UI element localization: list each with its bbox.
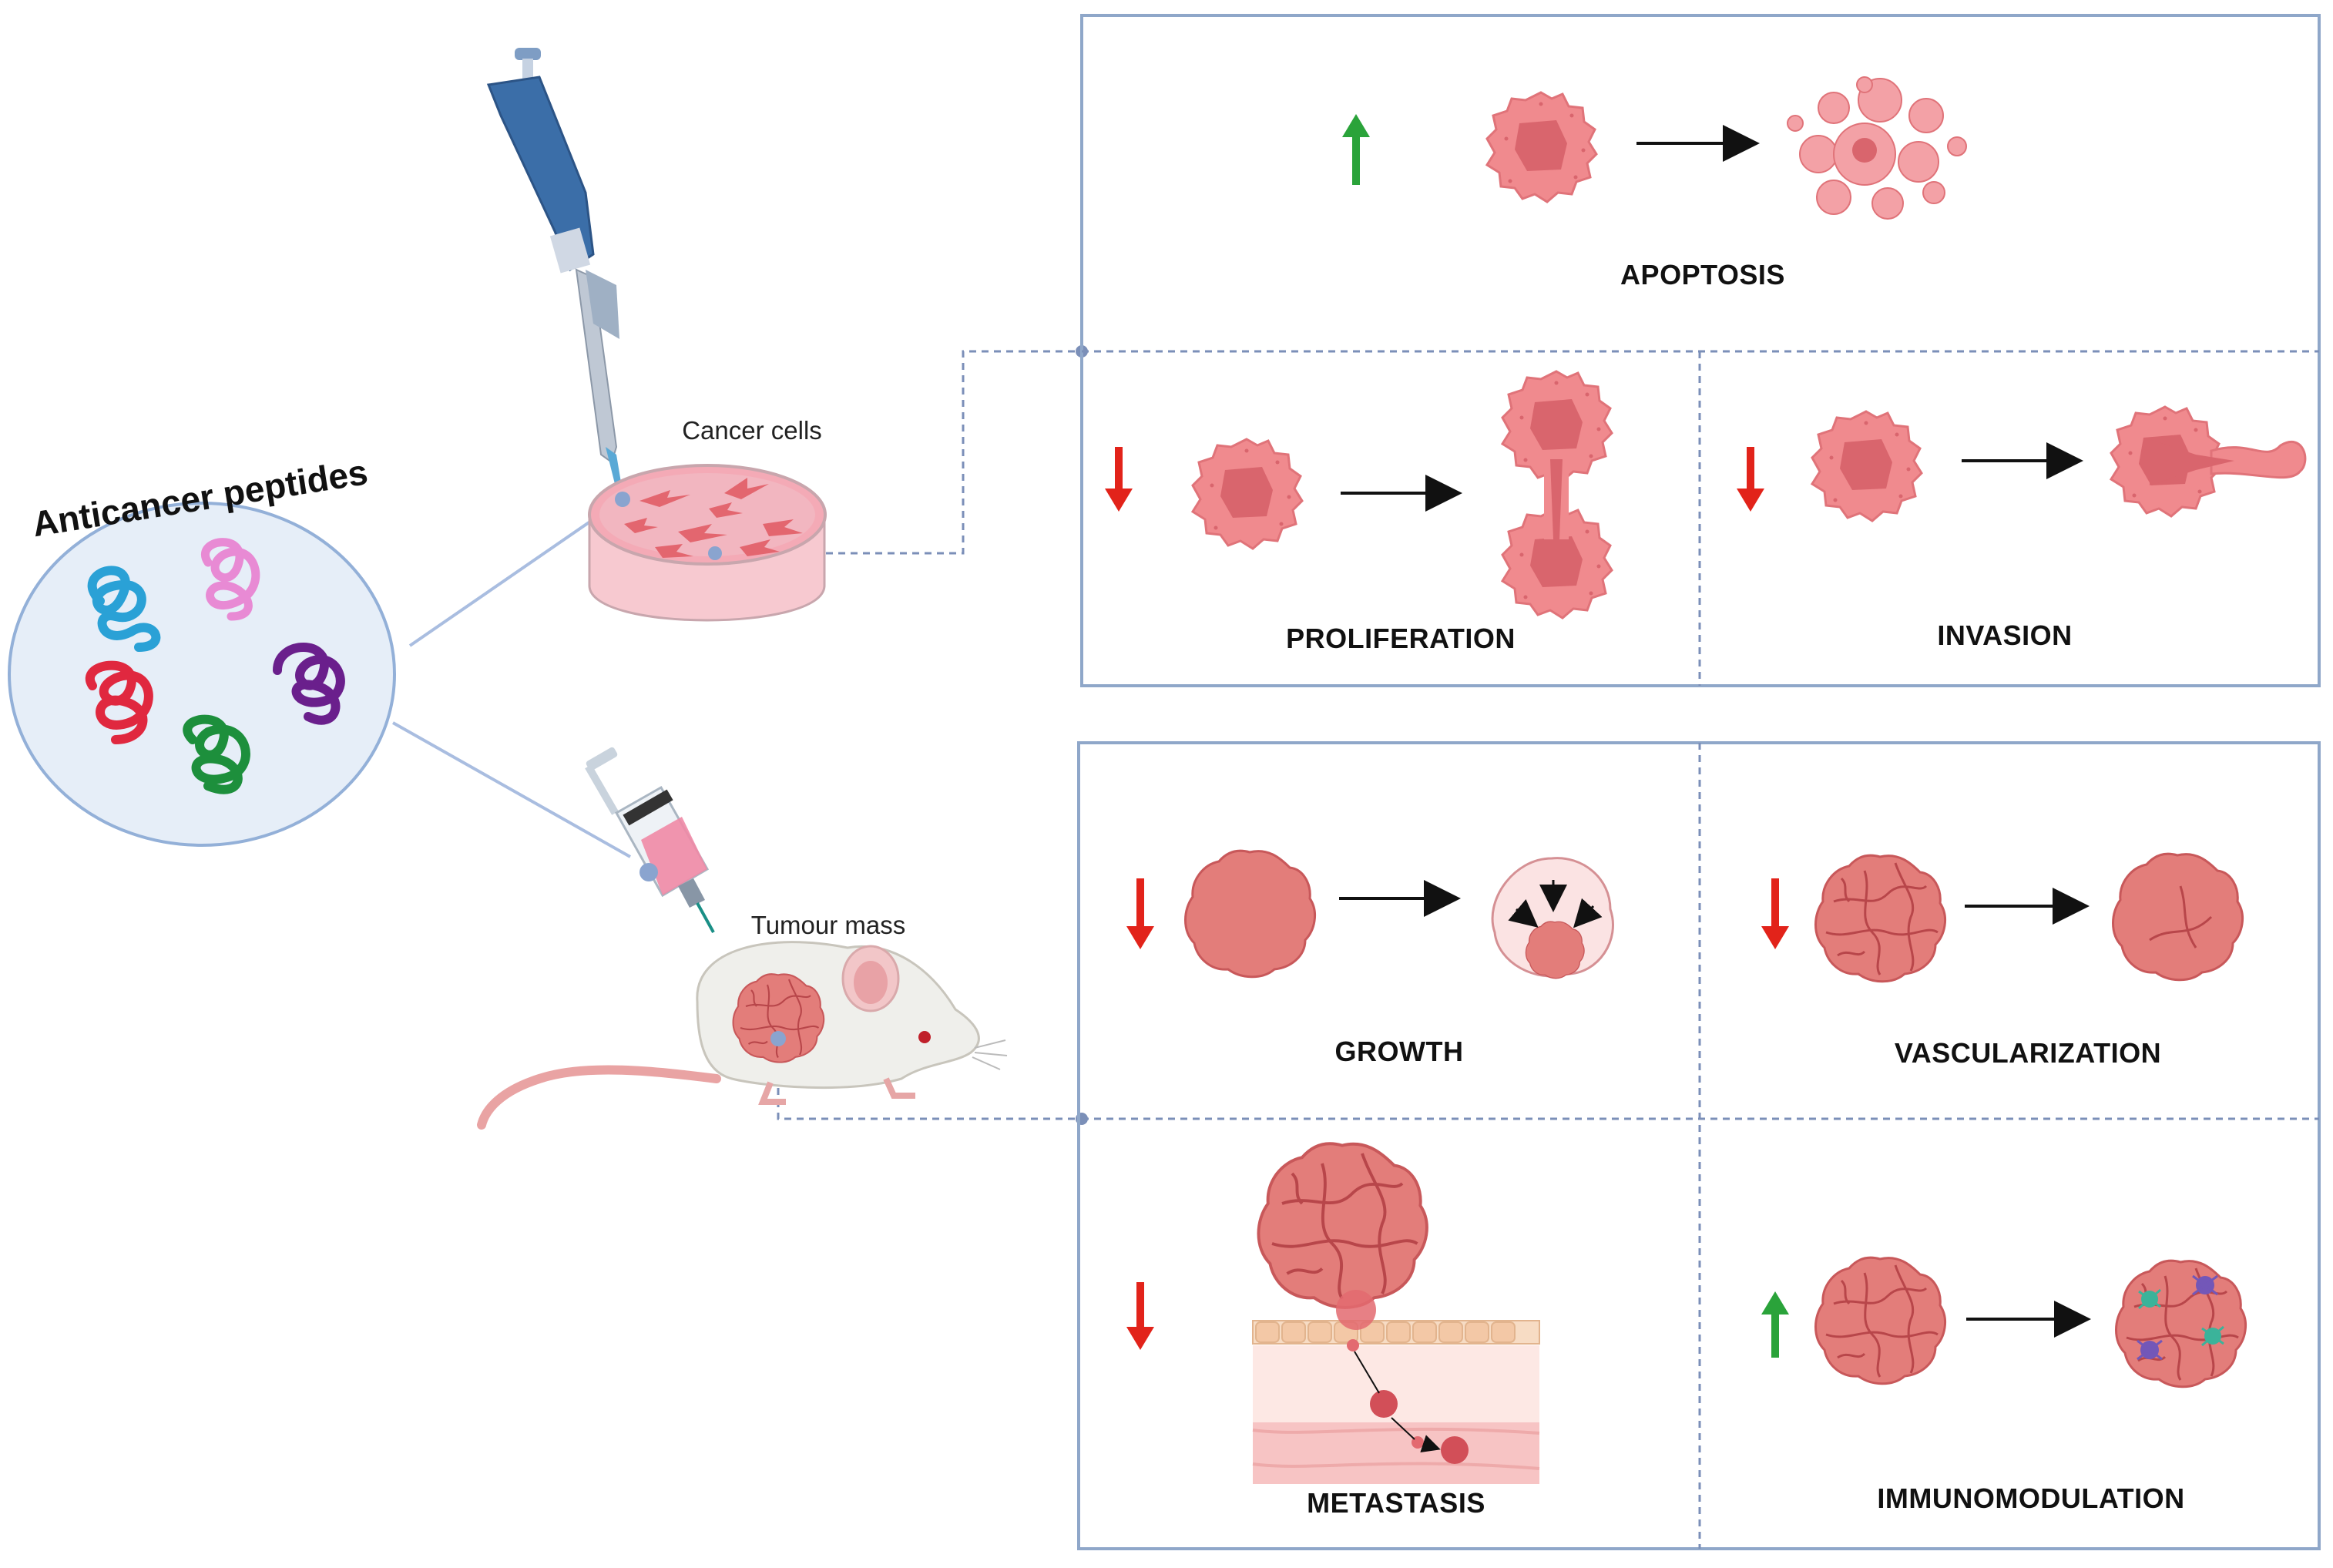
immunomodulation-illustration	[1761, 1256, 2247, 1388]
growth-illustration	[1126, 849, 1614, 979]
proliferation-illustration	[1105, 370, 1613, 619]
peptides-group	[8, 502, 396, 847]
dashed-leader-invitro	[715, 350, 1082, 555]
apoptosis-illustration	[1342, 76, 1967, 220]
mouse-illustration	[477, 941, 1008, 1130]
peptide-squiggle	[87, 566, 161, 652]
syringe-illustration	[585, 747, 715, 933]
immunomodulation-label: IMMUNOMODULATION	[1877, 1482, 2185, 1514]
tumour-mass-label: Tumour mass	[750, 911, 906, 939]
growth-label: GROWTH	[1334, 1036, 1464, 1067]
metastasis-label: METASTASIS	[1307, 1487, 1485, 1519]
proliferation-label: PROLIFERATION	[1286, 623, 1516, 654]
apoptosis-label: APOPTOSIS	[1620, 259, 1785, 290]
metastasis-illustration	[1126, 1142, 1540, 1484]
pipette-illustration	[486, 48, 624, 502]
invivo-panel	[1077, 741, 2321, 1550]
invasion-label: INVASION	[1937, 619, 2073, 651]
connector-mouse	[392, 721, 631, 858]
invasion-illustration	[1737, 405, 2307, 522]
peptide-squiggle	[273, 643, 345, 725]
invitro-panel	[1080, 14, 2321, 687]
peptide-squiggle	[86, 660, 153, 744]
vascularization-label: VASCULARIZATION	[1894, 1037, 2162, 1069]
peptide-squiggle	[183, 714, 250, 794]
vascularization-illustration	[1761, 852, 2244, 983]
cancer-cells-label: Cancer cells	[682, 416, 822, 445]
peptide-squiggle	[201, 538, 260, 621]
connector-cells	[408, 498, 624, 647]
petri-dish	[588, 464, 827, 622]
